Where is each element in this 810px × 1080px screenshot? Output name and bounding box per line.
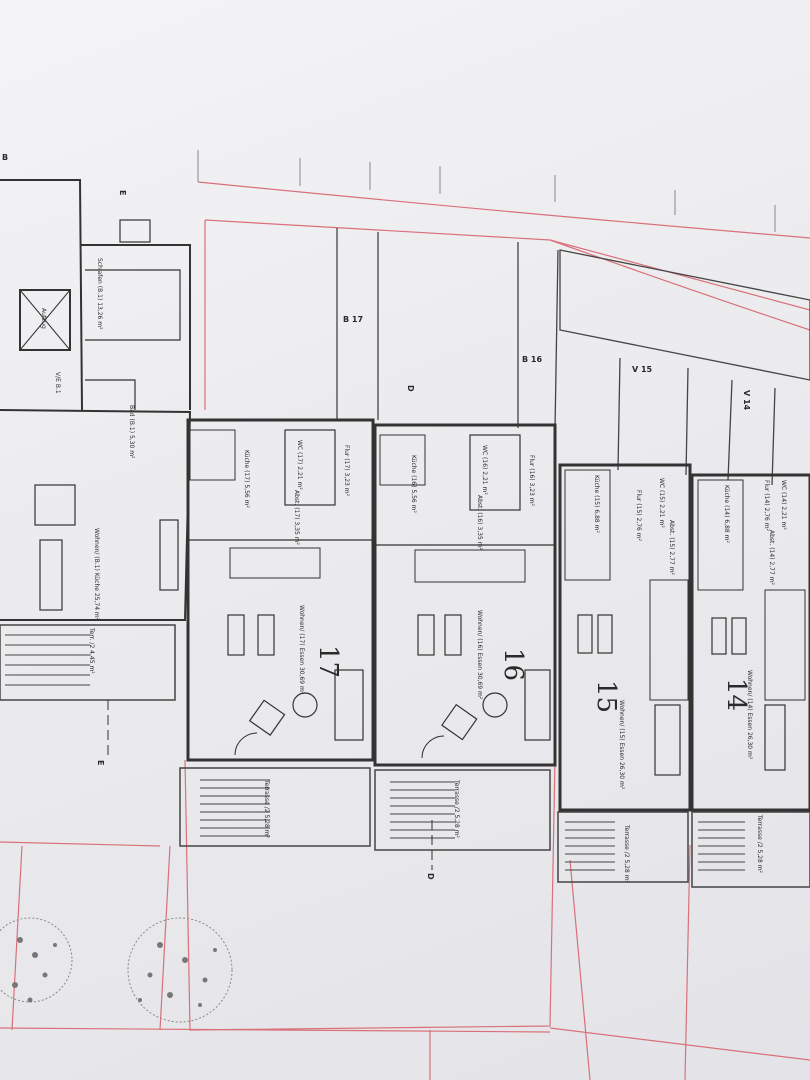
section-tag-d-top: D [406,385,415,392]
room-label-storage-17: Abst. (17) 3,35 m² [293,490,300,546]
section-tag-d-bottom: D [426,873,435,880]
room-label-living-15: Wohnen/ (15) Essen 26,30 m² [618,700,625,790]
section-tag-b16: B 16 [522,355,542,364]
unit-number-14: 14 [721,678,751,711]
section-tag-v15: V 15 [632,365,653,374]
section-tag-e-bottom: E [96,760,105,765]
unit-number-16: 16 [498,648,528,681]
units-15-14 [558,463,810,812]
room-label-kitchen-17: Küche (17) 5,56 m² [243,450,250,508]
room-label-storage-16: Abst. (16) 3,35 m² [476,495,483,551]
room-label-living-b1: Wohnen/ (B.1) Küche 25,74 m² [93,528,100,621]
fence-ticks [197,150,776,232]
property-lines [0,181,810,1080]
room-label-hall-14: Flur (14) 2,76 m² [763,480,770,532]
room-label-terrace-14: Terrasse /2 5,28 m² [756,814,763,874]
terraces [0,624,810,888]
parking-bays [336,228,810,486]
tree-symbol [0,917,233,1023]
room-label-f-b1: V/E B.1 [54,372,61,394]
room-label-wc-17: WC (17) 2,21 m² [296,440,303,490]
section-lines [107,700,433,870]
room-label-hall-17: Flur (17) 3,23 m² [343,445,350,497]
section-tag-v14: V 14 [742,390,751,411]
room-label-kitchen-14: Küche (14) 6,88 m² [723,485,730,543]
section-tag-e-top: E [118,190,127,195]
room-label-terrace-17: Terrasse /2 5,28 m² [263,779,270,839]
room-label-terrace-b1: Terr. /2 4,45 m² [88,627,95,674]
unit-number-15: 15 [591,680,621,713]
room-label-living-14: Wohnen/ (14) Essen 26,30 m² [746,670,753,760]
room-label-bedroom-b1: Schlafen (B.1) 13,26 m² [96,258,103,330]
room-label-terrace-16: Terrasse /2 5,28 m² [453,779,460,839]
section-tag-b-left: B [2,153,8,162]
room-label-kitchen-16: Küche (16) 5,56 m² [410,455,417,513]
room-label-living-17: Wohnen/ (17) Essen 30,69 m² [298,605,305,695]
room-label-storage-14: Abst. (14) 2,77 m² [768,530,775,586]
room-label-hall-16: Flur (16) 3,23 m² [528,455,535,507]
units-17-16 [186,418,557,767]
room-label-bath-b1: Bad (B.1) 5,30 m² [128,405,135,459]
room-label-wc-14: WC (14) 2,21 m² [780,480,787,530]
room-label-lift: Aufzug [40,308,47,329]
room-label-terrace-15: Terrasse /2 5,28 m² [623,824,630,884]
room-label-living-16: Wohnen/ (16) Essen 30,69 m² [476,610,483,700]
room-label-kitchen-15: Küche (15) 6,88 m² [593,475,600,533]
section-tag-b17: B 17 [343,315,363,324]
room-label-storage-15: Abst. (15) 2,77 m² [668,520,675,576]
unit-number-17: 17 [313,645,343,678]
room-label-wc-16: WC (16) 2,21 m² [481,445,488,495]
room-label-wc-15: WC (15) 2,21 m² [658,478,665,528]
room-label-hall-15: Flur (15) 2,76 m² [635,490,642,542]
